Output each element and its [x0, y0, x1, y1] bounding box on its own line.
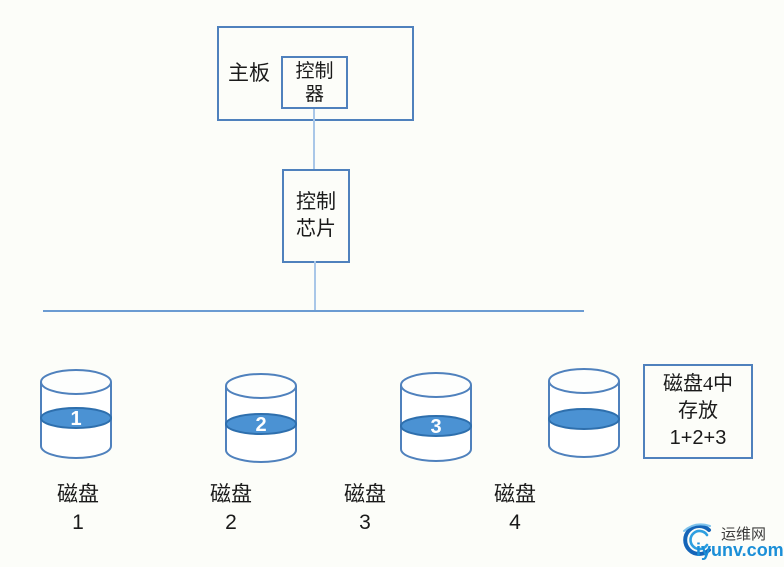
info-line3: 1+2+3 — [669, 427, 727, 449]
disk3-cylinder: 3 — [400, 372, 472, 462]
disk1-stripe-label: 1 — [70, 408, 81, 430]
iyunv-watermark: 运维网 iyunv.com — [678, 517, 784, 563]
chip-label-line2: 芯片 — [296, 218, 336, 240]
watermark-site-url: iyunv.com — [696, 540, 784, 560]
disk4-label: 磁盘 4 — [473, 478, 557, 535]
disk2-cylinder: 2 — [225, 373, 297, 463]
controller-label-line1: 控制 — [295, 60, 334, 82]
bus-line — [43, 310, 584, 312]
controller-box: 控制 器 — [281, 56, 348, 109]
disk1-label-number: 1 — [72, 511, 84, 534]
disk3-label: 磁盘 3 — [323, 478, 407, 535]
disk3-label-number: 3 — [359, 511, 371, 534]
disk3-label-name: 磁盘 — [344, 482, 386, 506]
disk4-label-number: 4 — [509, 511, 521, 534]
disk2-label-name: 磁盘 — [210, 482, 252, 506]
info-line1: 磁盘4中 — [663, 373, 733, 395]
controller-label-line2: 器 — [304, 83, 324, 105]
watermark-site-name: 运维网 — [721, 526, 767, 543]
disk3-stripe-label: 3 — [430, 416, 441, 438]
iyunv-logo-icon — [683, 523, 711, 556]
disk2-stripe-label: 2 — [255, 414, 266, 436]
motherboard-label: 主板 — [228, 61, 270, 85]
disk1-label-name: 磁盘 — [57, 482, 99, 506]
disk2-label: 磁盘 2 — [189, 478, 273, 535]
info-line2: 存放 — [678, 400, 718, 422]
motherboard-box: 主板 控制 器 — [217, 26, 414, 121]
disk1-cylinder: 1 — [40, 369, 112, 459]
chip-bus-connector — [314, 261, 316, 311]
disk1-label: 磁盘 1 — [36, 478, 120, 535]
disk2-label-number: 2 — [225, 511, 237, 534]
control-chip-box: 控制 芯片 — [282, 169, 350, 263]
chip-label-line1: 控制 — [296, 191, 336, 213]
parity-info-box: 磁盘4中 存放 1+2+3 — [643, 364, 753, 459]
controller-chip-connector — [313, 109, 315, 169]
disk4-cylinder — [548, 368, 620, 458]
disk4-label-name: 磁盘 — [494, 482, 536, 506]
